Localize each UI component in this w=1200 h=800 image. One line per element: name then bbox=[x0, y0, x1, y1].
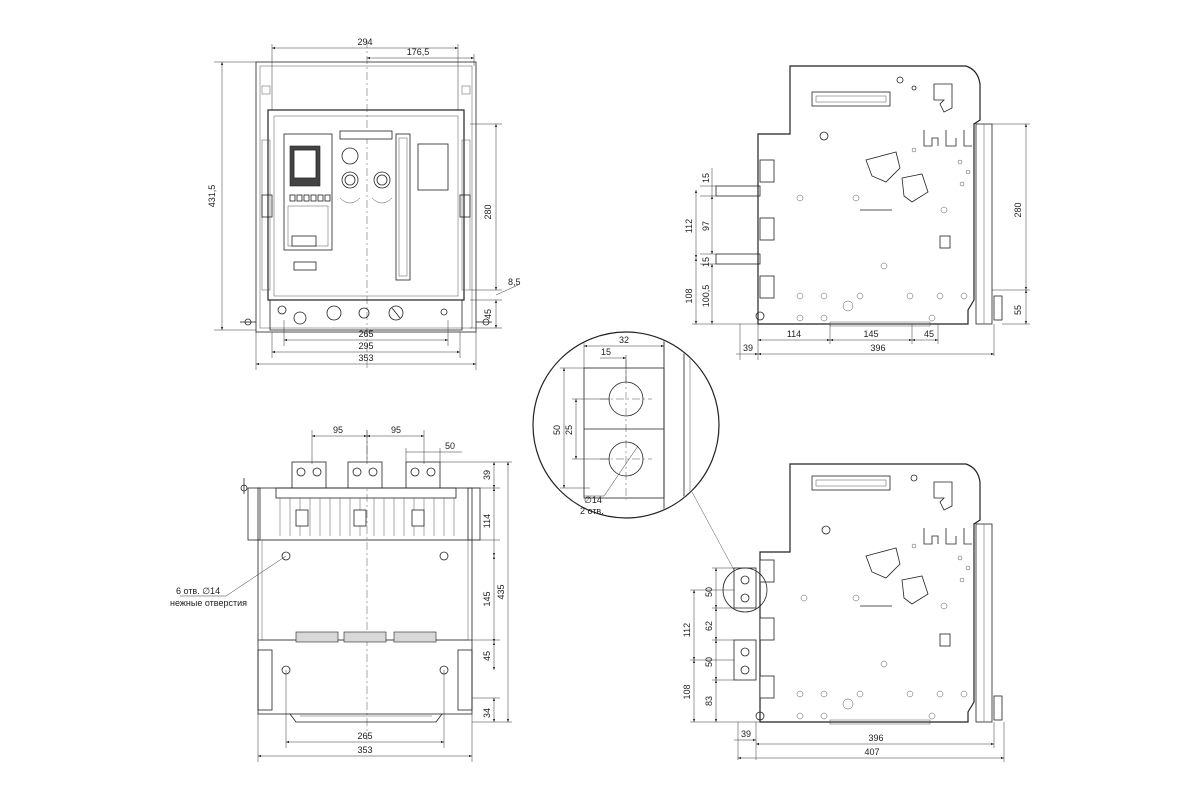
side-top-dim-45: 45 bbox=[924, 329, 934, 339]
bottom-terminals bbox=[291, 461, 441, 489]
front-dim-353: 353 bbox=[358, 353, 373, 363]
bottom-hole-note-1: 6 отв. ∅14 bbox=[176, 586, 220, 596]
bottom-dim-114: 114 bbox=[482, 514, 492, 528]
side-view-top: 15 97 15 100,5 112 108 280 55 114 145 45 bbox=[684, 65, 1030, 360]
bottom-view: 6 отв. ∅14 нежные отверстия 95 95 50 39 … bbox=[170, 425, 512, 762]
front-dim-265: 265 bbox=[358, 329, 373, 339]
front-dim-431-5: 431,5 bbox=[207, 185, 217, 208]
side-top-dim-145: 145 bbox=[863, 329, 878, 339]
side-top-dim-55: 55 bbox=[1013, 305, 1023, 315]
side-top-dim-15a: 15 bbox=[701, 173, 711, 183]
side-bottom-dim-62: 62 bbox=[704, 621, 714, 631]
side-bottom-dim-396: 396 bbox=[868, 733, 883, 743]
side-view-bottom: 50 62 50 83 112 108 39 396 407 bbox=[682, 463, 1005, 762]
detail-hole-note-2: 2 отв. bbox=[580, 506, 604, 516]
side-top-dim-280: 280 bbox=[1013, 202, 1023, 217]
front-dim-280: 280 bbox=[483, 204, 493, 219]
detail-dim-32: 32 bbox=[619, 335, 629, 345]
side-bottom-dim-407: 407 bbox=[864, 747, 879, 757]
side-top-dim-97: 97 bbox=[701, 221, 711, 231]
bottom-dim-265: 265 bbox=[357, 731, 372, 741]
bottom-dim-39: 39 bbox=[482, 470, 492, 480]
side-top-dim-100-5: 100,5 bbox=[701, 285, 711, 308]
side-top-dim-39: 39 bbox=[743, 343, 753, 353]
detail-dim-50: 50 bbox=[552, 425, 562, 435]
bottom-dim-353: 353 bbox=[357, 745, 372, 755]
front-view: 294 176,5 431,5 280 8,5 45 265 295 bbox=[207, 37, 521, 370]
side-top-dim-15b: 15 bbox=[701, 257, 711, 267]
detail-view: 32 15 50 25 ∅14 2 отв. bbox=[532, 331, 735, 571]
bottom-dim-145: 145 bbox=[482, 591, 492, 606]
side-bottom-dim-108: 108 bbox=[682, 684, 692, 699]
bottom-fins bbox=[279, 498, 455, 536]
front-dim-295: 295 bbox=[358, 341, 373, 351]
bottom-dim-50: 50 bbox=[445, 441, 455, 451]
bottom-dim-435: 435 bbox=[496, 584, 506, 599]
detail-dim-25: 25 bbox=[564, 425, 574, 435]
detail-hole-note-1: ∅14 bbox=[584, 495, 602, 505]
side-top-dim-396: 396 bbox=[870, 343, 885, 353]
side-top-dim-114: 114 bbox=[787, 329, 801, 339]
side-top-dim-112: 112 bbox=[684, 219, 694, 233]
side-bottom-holes bbox=[796, 543, 971, 720]
side-bottom-dim-50b: 50 bbox=[704, 657, 714, 667]
side-top-dim-108: 108 bbox=[684, 288, 694, 303]
side-bottom-dim-50a: 50 bbox=[704, 587, 714, 597]
detail-dim-15: 15 bbox=[601, 347, 611, 357]
bottom-hole-note-2: нежные отверстия bbox=[170, 598, 247, 608]
side-bottom-dim-39: 39 bbox=[741, 729, 751, 739]
side-top-holes bbox=[796, 147, 971, 322]
front-dim-45: 45 bbox=[483, 309, 493, 319]
bottom-dim-45: 45 bbox=[482, 651, 492, 661]
bottom-dim-34: 34 bbox=[482, 708, 492, 718]
front-dim-294: 294 bbox=[357, 37, 372, 47]
front-dim-176-5: 176,5 bbox=[407, 47, 430, 57]
front-dim-8-5: 8,5 bbox=[508, 277, 521, 287]
side-bottom-dim-83: 83 bbox=[704, 696, 714, 706]
bottom-dim-95a: 95 bbox=[333, 425, 343, 435]
side-bottom-dim-112: 112 bbox=[682, 623, 692, 637]
bottom-dim-95b: 95 bbox=[391, 425, 401, 435]
front-buttons-row bbox=[289, 194, 331, 202]
